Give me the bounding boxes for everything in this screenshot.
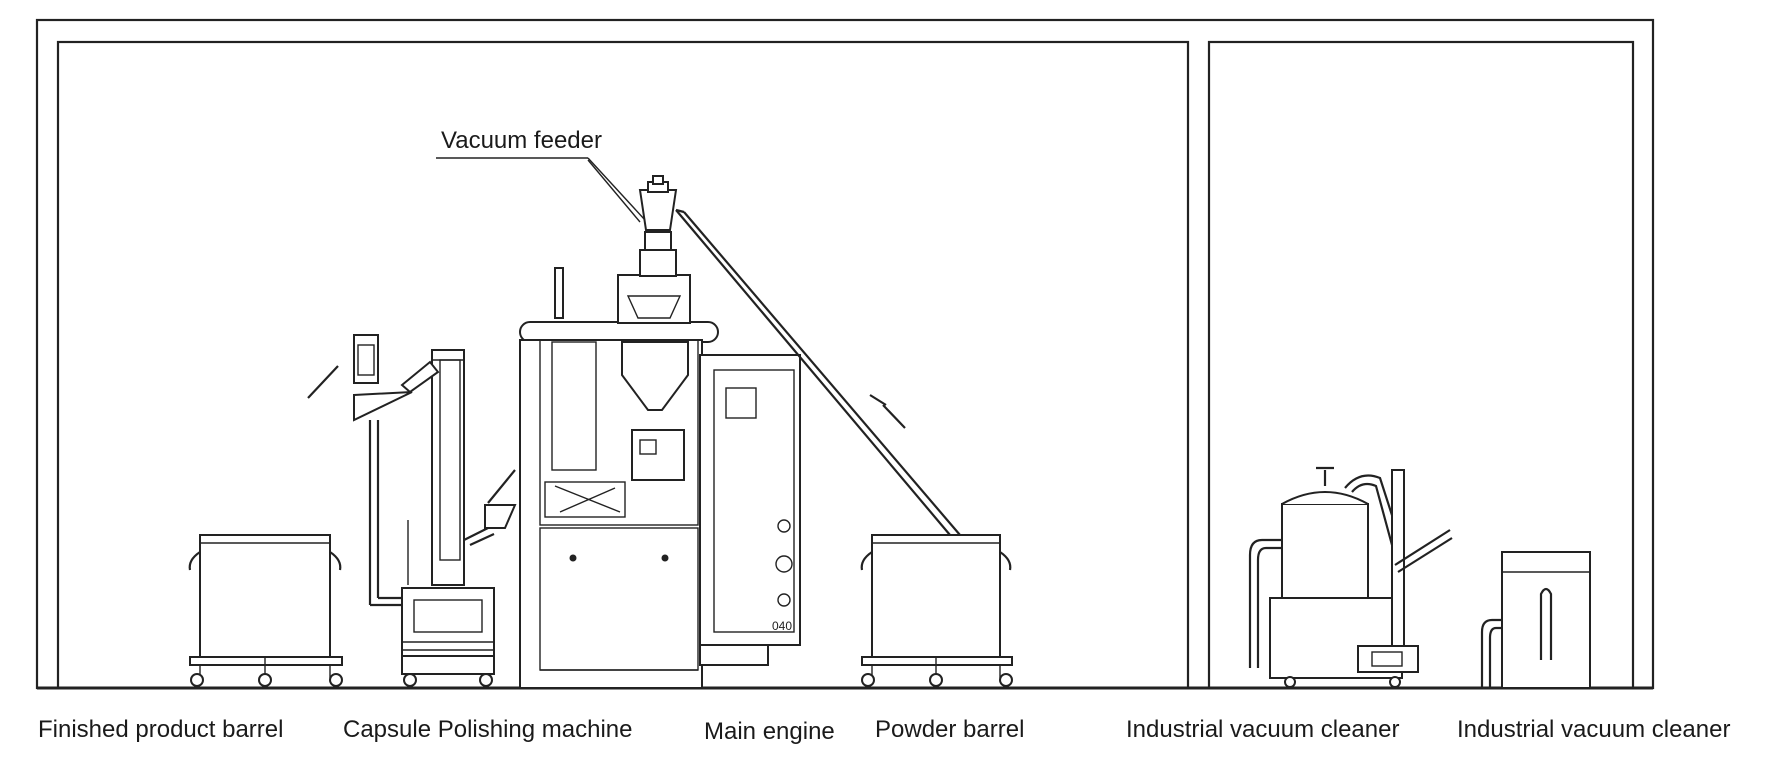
main-engine-drawing: 040 xyxy=(519,159,961,689)
industrial-vacuum-cleaner-2-drawing xyxy=(1480,551,1591,689)
label-finished-product-barrel: Finished product barrel xyxy=(38,716,284,743)
label-industrial-vacuum-cleaner-1: Industrial vacuum cleaner xyxy=(1126,716,1400,743)
label-industrial-vacuum-cleaner-2: Industrial vacuum cleaner xyxy=(1457,716,1731,743)
finished-product-barrel-drawing xyxy=(188,365,343,687)
label-powder-barrel: Powder barrel xyxy=(875,716,1025,743)
capsule-polishing-machine-drawing xyxy=(353,334,517,687)
vacuum-feeder-callout xyxy=(436,157,646,221)
industrial-vacuum-cleaner-1-drawing xyxy=(1248,466,1453,688)
powder-barrel-drawing xyxy=(860,534,1013,687)
label-capsule-polishing-machine: Capsule Polishing machine xyxy=(343,716,633,743)
label-vacuum-feeder: Vacuum feeder xyxy=(441,127,602,154)
svg-text:040: 040 xyxy=(772,619,792,633)
label-main-engine: Main engine xyxy=(704,718,835,745)
